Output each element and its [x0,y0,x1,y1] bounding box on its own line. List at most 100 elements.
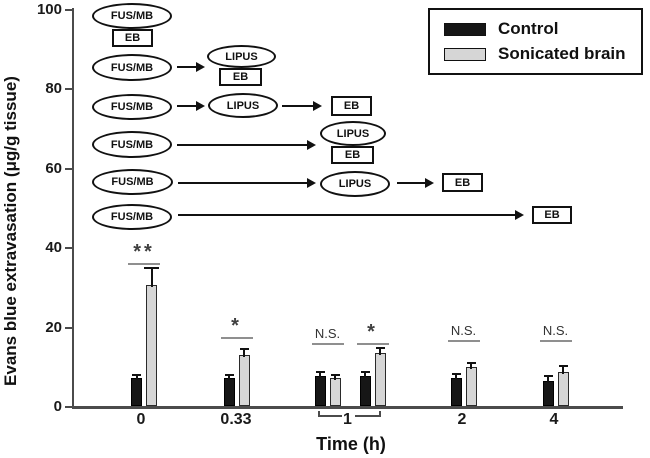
legend-item-control: Control [444,20,641,38]
y-tick [65,88,73,91]
x-tick-label: 2 [457,411,467,428]
legend: Control Sonicated brain [428,8,643,75]
error-bar [364,372,366,379]
fusmb-oval: FUS/MB [92,169,173,195]
eb-box: EB [331,96,372,116]
bar-control-2 [314,376,326,406]
lipus-oval: LIPUS [320,171,390,197]
group-bracket-right-tick [379,411,381,417]
arrow-icon [178,181,308,185]
error-bar-cap [360,371,370,374]
fusmb-oval: FUS/MB [92,3,172,29]
y-tick-label: 60 [45,159,62,177]
fusmb-oval: FUS/MB [92,131,172,158]
bar-control-4 [450,378,462,406]
y-tick [65,167,73,170]
significance-line [356,343,389,345]
group-bracket-right-seg [354,415,381,417]
significance-line [447,340,480,342]
x-axis-title: Time (h) [316,434,386,454]
y-tick [65,9,73,11]
lipus-oval: LIPUS [208,93,278,118]
arrow-head-icon [313,100,322,111]
y-tick-label: 40 [45,239,62,257]
error-bar-cap [315,371,325,374]
error-bar [228,374,230,380]
arrow-head-icon [196,100,205,111]
y-axis-line [71,8,74,408]
significance-line [311,343,344,345]
bar-sonicated-0 [146,285,157,406]
bar-sonicated-1 [238,354,250,406]
error-bar-cap [224,373,234,376]
error-bar-cap [543,375,553,378]
fusmb-oval: FUS/MB [92,54,172,81]
legend-item-sonicated-brain: Sonicated brain [444,45,641,63]
eb-box: EB [442,173,483,192]
error-bar [243,349,245,357]
error-bar-cap [132,373,141,376]
arrow-head-icon [515,209,524,220]
significance-label: * [231,315,242,337]
error-bar-cap [558,365,568,368]
fusmb-oval: FUS/MB [92,94,172,120]
error-bar-cap [451,373,461,376]
x-tick-label: 0.33 [220,411,252,428]
lipus-oval: LIPUS [320,121,386,146]
significance-label: N.S. [542,323,569,338]
error-bar [455,374,457,381]
legend-swatch-control [444,22,486,36]
y-tick-label: 100 [36,1,62,18]
eb-box: EB [331,146,374,164]
x-tick-label: 1 [343,411,352,428]
arrow-icon [177,104,197,108]
group-bracket-left-tick [318,411,320,417]
y-tick-label: 80 [45,80,62,98]
significance-label: ** [133,241,155,263]
bar-control-1 [223,378,235,406]
group-bracket-left-seg [318,415,342,417]
arrow-icon [397,181,426,185]
arrow-icon [177,65,197,69]
arrow-icon [178,213,516,217]
bar-control-3 [359,376,371,406]
arrow-head-icon [196,61,205,72]
x-tick-label: 4 [549,411,559,428]
y-tick [65,326,73,329]
arrow-icon [177,143,308,147]
y-tick-label: 20 [45,318,62,336]
bar-control-0 [131,378,142,406]
eb-box: EB [112,29,153,47]
significance-label: N.S. [450,323,477,338]
error-bar-cap [375,346,385,349]
x-axis-line [71,405,623,409]
arrow-icon [282,104,314,108]
legend-swatch-sonicated-brain [444,47,486,61]
bar-sonicated-5 [557,372,569,406]
arrow-head-icon [307,139,316,150]
error-bar [150,268,153,288]
error-bar [379,347,381,355]
significance-label: N.S. [314,326,341,341]
legend-label-sonicated-brain: Sonicated brain [498,44,626,63]
error-bar-cap [144,267,159,270]
error-bar [470,362,472,369]
bar-sonicated-4 [465,366,477,406]
error-bar [547,376,549,384]
arrow-head-icon [307,177,316,188]
significance-line [128,263,160,265]
error-bar-cap [330,374,340,377]
bar-sonicated-3 [374,353,386,406]
error-bar [334,375,336,380]
significance-label: * [367,321,378,343]
y-tick-label: 0 [53,398,62,415]
x-tick-label: 0 [136,411,146,428]
arrow-head-icon [425,177,434,188]
y-tick [65,406,73,408]
significance-line [220,337,253,339]
error-bar [135,374,138,380]
legend-label-control: Control [498,19,559,38]
fusmb-oval: FUS/MB [92,204,172,230]
error-bar-cap [466,361,476,364]
